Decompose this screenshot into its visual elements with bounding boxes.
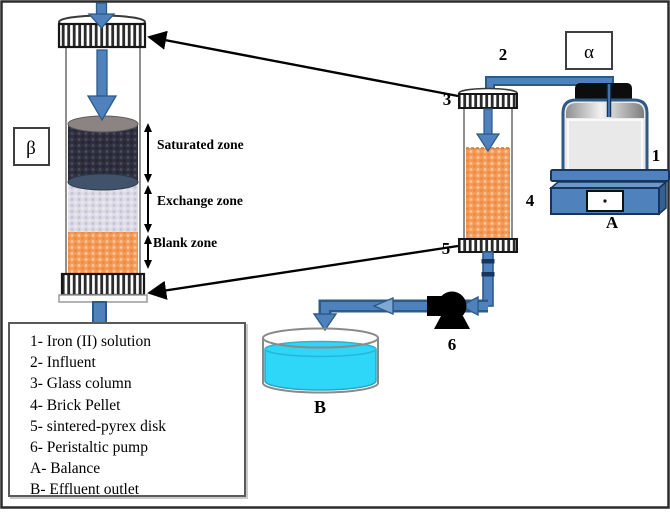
zone-annotations: Saturated zone Exchange zone Blank zone (144, 123, 244, 269)
balance-base-side (658, 180, 667, 216)
alpha-callout-box: α (565, 31, 613, 70)
label-glass-column: 3 (443, 90, 452, 109)
label-pump: 6 (448, 335, 457, 354)
balance-display-dot (603, 199, 607, 203)
pump-head (437, 291, 467, 321)
glass-column-cap (458, 93, 518, 109)
label-iron-solution: 1 (652, 146, 661, 165)
saturated-zone-bottom-ellipse (67, 173, 139, 191)
beta-callout-box: β (13, 127, 50, 166)
callout-arrow-column-bottom (147, 244, 459, 300)
legend-item-a: A- Balance (30, 460, 101, 478)
legend-box: 1- Iron (II) solution 2- Influent 3- Gla… (8, 322, 246, 499)
effluent-liquid (264, 349, 377, 391)
legend-item-1: 1- Iron (II) solution (30, 333, 151, 350)
exchange-zone-label: Exchange zone (157, 193, 243, 208)
saturated-zone (68, 124, 138, 182)
beta-column-outlet-pipe (92, 301, 107, 324)
label-sintered-disk: 5 (442, 239, 451, 258)
flow-arrowhead-into-dish (312, 313, 338, 332)
label-brick-pellet: 4 (526, 191, 535, 210)
pipe-band (481, 259, 495, 264)
alpha-label: α (584, 42, 594, 63)
column-flow-arrow (475, 108, 501, 153)
saturated-zone-extent-arrow (144, 123, 152, 183)
saturated-zone-label: Saturated zone (157, 137, 244, 152)
legend-item-5: 5- sintered-pyrex disk (30, 417, 167, 435)
legend-item-4: 4- Brick Pellet (30, 396, 121, 414)
bottle-cap (575, 83, 632, 103)
label-effluent: B (314, 397, 326, 417)
dish-rim (262, 327, 379, 349)
brick-pellet-bed (466, 148, 510, 239)
beta-label: β (26, 138, 36, 159)
effluent-dish (262, 327, 379, 394)
label-balance: A (606, 213, 619, 232)
callout-arrow-column-top (147, 30, 459, 98)
inlet-flow-arrow-inside (86, 49, 118, 122)
balance (548, 169, 670, 216)
flow-arrowhead-into-pump (459, 295, 479, 317)
beta-column-sintered-disk (60, 272, 146, 297)
inlet-flow-arrow-top (87, 2, 116, 29)
effluent-liquid-surface (264, 340, 377, 358)
pump-base (434, 316, 470, 329)
flow-arrowhead-on-pipe (372, 296, 394, 316)
label-influent: 2 (499, 45, 508, 64)
exchange-zone-extent-arrow (144, 185, 152, 233)
pipe-band (481, 272, 495, 277)
beta-column (57, 2, 148, 324)
legend-item-6: 6- Peristaltic pump (30, 439, 148, 457)
blank-zone-label: Blank zone (153, 235, 217, 250)
blank-zone-extent-arrow (144, 235, 152, 269)
peristaltic-pump (427, 291, 470, 329)
beta-column-base (58, 294, 148, 303)
blank-zone (68, 232, 138, 274)
balance-platform (550, 169, 670, 182)
legend-item-3: 3- Glass column (30, 375, 132, 393)
legend-item-2: 2- Influent (30, 354, 96, 372)
legend-item-b: B- Effluent outlet (30, 481, 140, 499)
bottle-shoulder (566, 103, 644, 118)
sintered-pyrex-disk (458, 238, 518, 253)
glass-column (458, 87, 518, 253)
